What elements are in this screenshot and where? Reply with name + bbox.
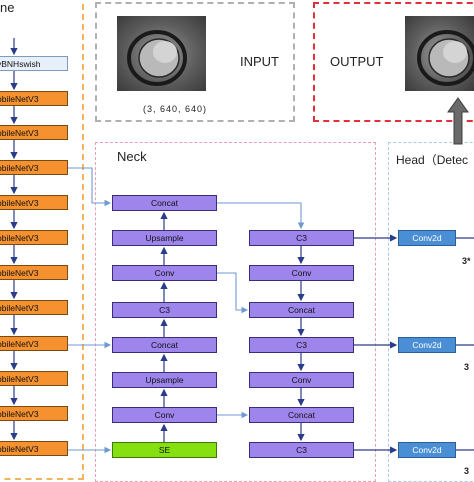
- neck-left-upsample-block: Upsample: [112, 230, 217, 246]
- neck-right-c3-block: C3: [249, 230, 354, 246]
- head-conv2d-block: Conv2d: [398, 230, 456, 246]
- neck-se-block: SE: [112, 442, 217, 458]
- neck-block-label: C3: [296, 233, 307, 243]
- neck-right-conv-block: Conv: [249, 265, 354, 281]
- backbone-block-label: obileNetV3: [0, 162, 39, 173]
- input-image-rings: [127, 30, 187, 86]
- backbone-title: ne: [0, 0, 15, 15]
- neck-right-c3-block: C3: [249, 337, 354, 353]
- head-side-label: 3: [464, 362, 470, 372]
- neck-block-label: Concat: [151, 340, 178, 350]
- backbone-bnhswish-label: vBNHswish: [0, 58, 41, 69]
- neck-right-c3-block: C3: [249, 442, 354, 458]
- input-image: [117, 16, 206, 91]
- output-region: [313, 2, 474, 122]
- neck-title: Neck: [117, 149, 147, 164]
- head-side-label: 3: [464, 466, 470, 476]
- neck-block-label: Concat: [288, 410, 315, 420]
- output-image-rings: [417, 30, 474, 86]
- neck-left-concat-block: Concat: [112, 195, 217, 211]
- neck-block-label: Upsample: [145, 233, 184, 243]
- head-conv2d-block: Conv2d: [398, 442, 456, 458]
- backbone-mobilenet-block: obileNetV3: [0, 91, 68, 106]
- neck-right-concat-block: Concat: [249, 407, 354, 423]
- backbone-mobilenet-block: obileNetV3: [0, 300, 68, 315]
- neck-block-label: Conv: [291, 268, 312, 278]
- backbone-mobilenet-block: obileNetV3: [0, 441, 68, 456]
- neck-left-conv-block: Conv: [112, 265, 217, 281]
- neck-block-label: Conv: [291, 375, 312, 385]
- backbone-block-label: obileNetV3: [0, 267, 39, 278]
- neck-left-upsample-block: Upsample: [112, 372, 217, 388]
- neck-right-conv-block: Conv: [249, 372, 354, 388]
- input-label: INPUT: [240, 54, 279, 69]
- backbone-block-label: obileNetV3: [0, 408, 39, 419]
- backbone-block-label: obileNetV3: [0, 127, 39, 138]
- input-region: [95, 2, 295, 122]
- neck-block-label: C3: [296, 445, 307, 455]
- input-shape: (3, 640, 640): [143, 104, 208, 114]
- backbone-mobilenet-block: obileNetV3: [0, 230, 68, 245]
- backbone-mobilenet-block: obileNetV3: [0, 160, 68, 175]
- neck-block-label: Conv: [154, 268, 175, 278]
- neck-block-label: Conv: [154, 410, 175, 420]
- backbone-mobilenet-block: obileNetV3: [0, 265, 68, 280]
- backbone-block-label: obileNetV3: [0, 232, 39, 243]
- neck-block-label: Concat: [288, 305, 315, 315]
- backbone-neck-links: [68, 167, 112, 454]
- backbone-block-label: obileNetV3: [0, 93, 39, 104]
- backbone-block-label: obileNetV3: [0, 373, 39, 384]
- neck-left-concat-block: Concat: [112, 337, 217, 353]
- neck-head-links: [354, 234, 474, 454]
- backbone-mobilenet-block: obileNetV3: [0, 371, 68, 386]
- neck-block-label: C3: [159, 305, 170, 315]
- backbone-mobilenet-block: obileNetV3: [0, 195, 68, 210]
- head-block-label: Conv2d: [412, 340, 442, 350]
- neck-block-label: Concat: [151, 198, 178, 208]
- neck-left-conv-block: Conv: [112, 407, 217, 423]
- backbone-mobilenet-block: obileNetV3: [0, 336, 68, 351]
- backbone-bnhswish-block: vBNHswish: [0, 56, 68, 71]
- neck-left-c3-block: C3: [112, 302, 217, 318]
- head-conv2d-block: Conv2d: [398, 337, 456, 353]
- neck-right-concat-block: Concat: [249, 302, 354, 318]
- neck-block-label: C3: [296, 340, 307, 350]
- neck-cross-links: [217, 202, 305, 419]
- output-label: OUTPUT: [330, 54, 384, 69]
- backbone-mobilenet-block: obileNetV3: [0, 406, 68, 421]
- head-block-label: Conv2d: [412, 233, 442, 243]
- head-block-label: Conv2d: [412, 445, 442, 455]
- backbone-block-label: obileNetV3: [0, 443, 39, 454]
- head-title: Head（Detec: [396, 153, 469, 167]
- neck-block-label: Upsample: [145, 375, 184, 385]
- neck-block-label: SE: [158, 445, 171, 455]
- backbone-block-label: obileNetV3: [0, 302, 39, 313]
- output-image: [405, 16, 474, 91]
- backbone-block-label: obileNetV3: [0, 338, 39, 349]
- output-up-arrow: [447, 97, 469, 145]
- head-side-label: 3*: [462, 256, 471, 266]
- backbone-block-label: obileNetV3: [0, 197, 39, 208]
- backbone-mobilenet-block: obileNetV3: [0, 125, 68, 140]
